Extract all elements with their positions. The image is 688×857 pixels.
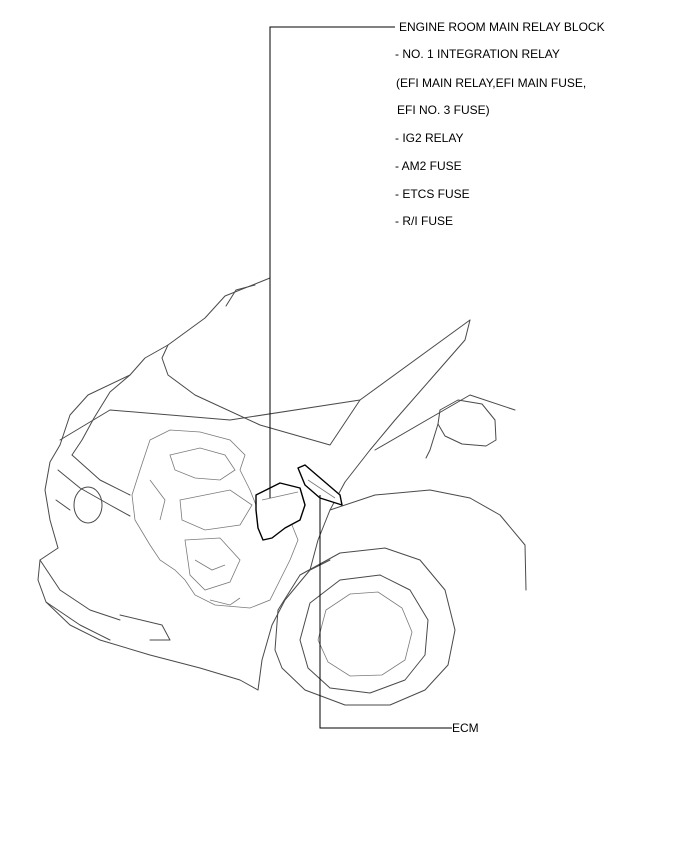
relay-block-leader-line <box>269 26 395 498</box>
relay-item-4: - IG2 RELAY <box>395 131 464 145</box>
relay-item-6: - ETCS FUSE <box>395 187 470 201</box>
relay-block-part <box>255 482 306 541</box>
engine <box>131 429 299 609</box>
relay-item-2: (EFI MAIN RELAY,EFI MAIN FUSE, <box>396 76 587 90</box>
relay-item-3: EFI NO. 3 FUSE) <box>397 103 490 117</box>
vehicle-body <box>37 277 527 691</box>
relay-item-7: - R/I FUSE <box>395 214 454 228</box>
front-wheel <box>274 547 456 706</box>
relay-block-title: ENGINE ROOM MAIN RELAY BLOCK <box>399 20 605 34</box>
relay-item-5: - AM2 FUSE <box>395 159 462 173</box>
ecm-leader-line <box>319 495 452 729</box>
ecm-label: ECM <box>452 721 479 735</box>
side-mirror <box>425 399 497 459</box>
relay-item-1: - NO. 1 INTEGRATION RELAY <box>395 47 560 61</box>
